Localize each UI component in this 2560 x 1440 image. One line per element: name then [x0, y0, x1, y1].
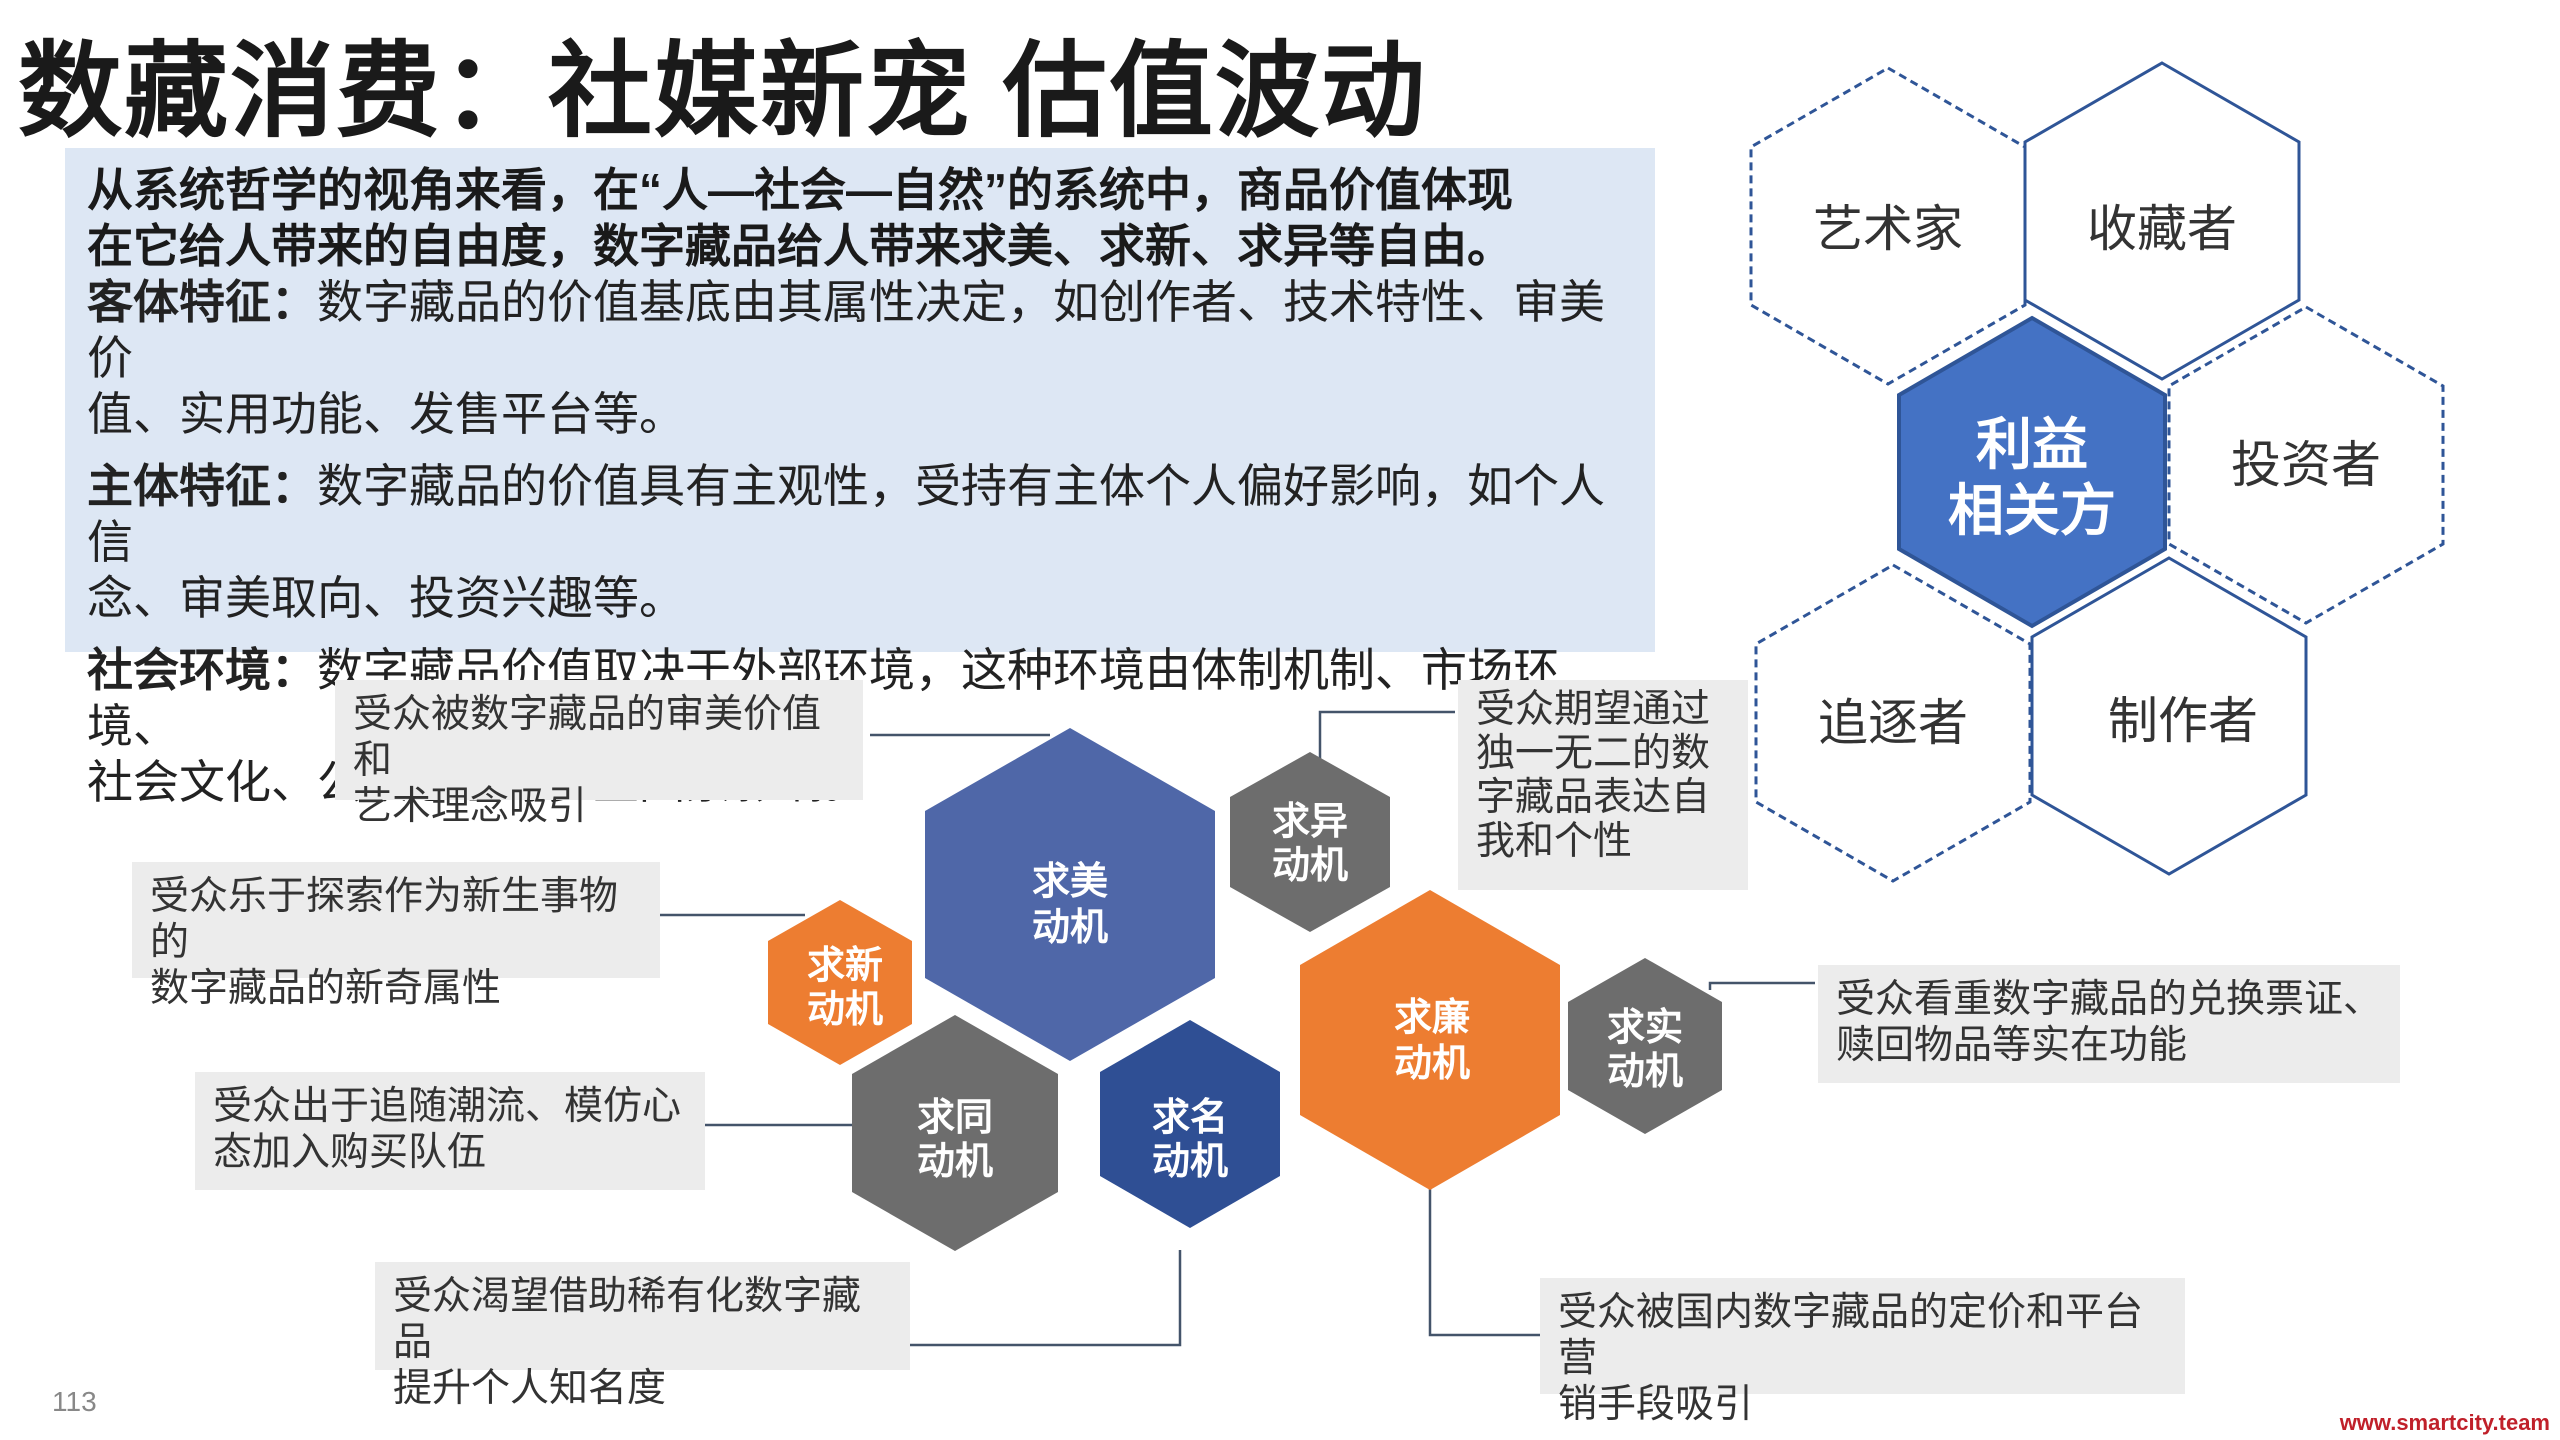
- callout-line: 受众被国内数字藏品的定价和平台营: [1558, 1291, 2144, 1380]
- motive-label: 动机: [1607, 1051, 1683, 1093]
- hex-outline-producer: [2030, 556, 2308, 876]
- connector-qiuyi: [1318, 710, 1455, 760]
- connector-qiuming: [910, 1250, 1182, 1347]
- hex-center-stakeholders: [1897, 315, 2167, 629]
- motive-label: 求廉: [1394, 997, 1470, 1039]
- page-number: 113: [52, 1386, 97, 1417]
- connector-qiulian: [1428, 1185, 1540, 1337]
- callout-line: 受众渴望借助稀有化数字藏品: [393, 1275, 862, 1364]
- intro-lead-line2: 在它给人带来的自由度，数字藏品给人带来求美、求新、求异等自由。: [87, 220, 1513, 272]
- hex-outline-chaser: [1754, 563, 2032, 883]
- hex-outline-collector: [2023, 61, 2301, 381]
- intro-item-label: 主体特征：: [87, 460, 317, 512]
- intro-item-label: 社会环境：: [87, 644, 317, 696]
- callout-line: 字藏品表达自: [1476, 776, 1711, 819]
- footer-url: www.smartcity.team: [2339, 1410, 2550, 1435]
- motive-label: 求美: [1032, 861, 1108, 903]
- callout-line: 赎回物品等实在功能: [1836, 1024, 2188, 1067]
- motive-labels: 求美 动机 求异 动机 求新 动机 求同 动机 求名 动机 求廉 动机 求实 动…: [807, 801, 1683, 1183]
- hex-qiulian: [1300, 890, 1560, 1190]
- hex-qiuyi: [1230, 752, 1390, 932]
- motive-label: 求名: [1152, 1097, 1228, 1139]
- hex-qiushi: [1568, 958, 1722, 1134]
- motive-label: 求异: [1272, 801, 1348, 843]
- callout-line: 态加入购买队伍: [213, 1131, 487, 1174]
- callout-qiuyi: 受众期望通过 独一无二的数 字藏品表达自 我和个性: [1458, 680, 1748, 890]
- motive-label: 动机: [1152, 1141, 1228, 1183]
- intro-item-subject-cont: 念、审美取向、投资兴趣等。: [87, 572, 685, 624]
- motive-label: 动机: [1394, 1043, 1470, 1085]
- hex-qiuming: [1100, 1020, 1280, 1228]
- intro-item-object: 客体特征：数字藏品的价值基底由其属性决定，如创作者、技术特性、审美价: [87, 274, 1633, 386]
- callout-qiutong: 受众出于追随潮流、模仿心 态加入购买队伍: [195, 1072, 705, 1190]
- stakeholder-label: 制作者: [2108, 693, 2258, 749]
- stakeholder-center-line1: 利益: [1976, 413, 2088, 476]
- stakeholder-label: 艺术家: [1813, 201, 1963, 257]
- callout-line: 受众出于追随潮流、模仿心: [213, 1085, 682, 1128]
- hex-qiumei: [925, 728, 1215, 1061]
- intro-item-label: 客体特征：: [87, 276, 317, 328]
- callout-line: 受众看重数字藏品的兑换票证、: [1836, 978, 2383, 1021]
- motive-label: 求同: [917, 1097, 993, 1139]
- callout-line: 受众乐于探索作为新生事物的: [150, 875, 619, 964]
- motive-label: 动机: [1032, 907, 1108, 949]
- stakeholder-label: 收藏者: [2087, 201, 2237, 257]
- callout-qiushi: 受众看重数字藏品的兑换票证、 赎回物品等实在功能: [1818, 965, 2400, 1083]
- stakeholder-labels: 艺术家 收藏者 投资者 制作者 追逐者: [1813, 201, 2381, 751]
- motive-label: 求新: [807, 945, 883, 987]
- stakeholder-label: 投资者: [2231, 437, 2381, 493]
- callout-qiulian: 受众被国内数字藏品的定价和平台营 销手段吸引: [1540, 1278, 2185, 1426]
- intro-lead-line1: 从系统哲学的视角来看，在“人—社会—自然”的系统中，商品价值体现: [87, 164, 1513, 216]
- intro-item-text: 数字藏品的价值具有主观性，受持有主体个人偏好影响，如个人信: [87, 460, 1605, 568]
- stakeholder-center-line2: 相关方: [1948, 479, 2116, 542]
- intro-item-subject: 主体特征：数字藏品的价值具有主观性，受持有主体个人偏好影响，如个人信: [87, 458, 1633, 570]
- callout-line: 艺术理念吸引: [353, 785, 588, 828]
- callout-line: 受众期望通过: [1476, 688, 1711, 731]
- stakeholder-label: 追逐者: [1818, 695, 1968, 751]
- hex-qiutong: [852, 1015, 1058, 1251]
- stakeholder-honeycomb: [1749, 61, 2445, 883]
- stakeholder-center-labels: 利益 相关方: [1948, 413, 2116, 542]
- callout-line: 提升个人知名度: [393, 1367, 667, 1410]
- page-title: 数藏消费：社媒新宠 估值波动: [18, 34, 1427, 150]
- hex-outline-investor: [2167, 305, 2445, 625]
- callout-line: 数字藏品的新奇属性: [150, 967, 502, 1010]
- hex-qiuxin: [768, 900, 912, 1065]
- intro-item-text: 数字藏品的价值基底由其属性决定，如创作者、技术特性、审美价: [87, 276, 1605, 384]
- callout-qiuming: 受众渴望借助稀有化数字藏品 提升个人知名度: [375, 1262, 910, 1410]
- intro-item-object-cont: 值、实用功能、发售平台等。: [87, 388, 685, 440]
- connector-lines: [660, 710, 1815, 1347]
- motive-label: 动机: [1272, 845, 1348, 887]
- connector-qiushi: [1708, 981, 1815, 990]
- callout-line: 我和个性: [1476, 820, 1633, 863]
- callout-line: 受众被数字藏品的审美价值和: [353, 693, 822, 782]
- callout-qiumei: 受众被数字藏品的审美价值和 艺术理念吸引: [335, 680, 863, 828]
- intro-box: 从系统哲学的视角来看，在“人—社会—自然”的系统中，商品价值体现 在它给人带来的…: [65, 148, 1655, 808]
- motive-label: 求实: [1607, 1007, 1683, 1049]
- callout-line: 独一无二的数: [1476, 732, 1711, 775]
- motive-label: 动机: [917, 1141, 993, 1183]
- callout-qiuxin: 受众乐于探索作为新生事物的 数字藏品的新奇属性: [132, 862, 660, 1010]
- motive-hexagons: [768, 728, 1722, 1251]
- callout-line: 销手段吸引: [1558, 1383, 1754, 1426]
- motive-label: 动机: [807, 989, 883, 1031]
